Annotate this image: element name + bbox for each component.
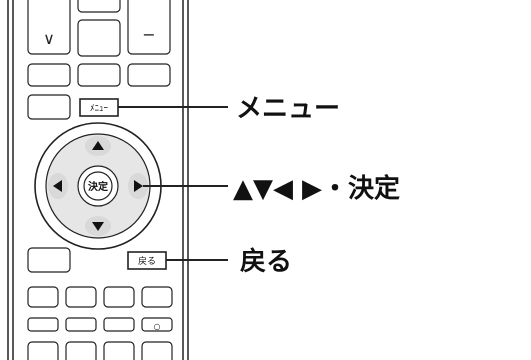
bottom-row1-button-2[interactable] <box>65 286 97 308</box>
bottom-row3-button-2[interactable] <box>65 341 97 360</box>
bottom-row2-button-1[interactable] <box>27 317 59 332</box>
row3-button-1[interactable] <box>27 94 71 120</box>
bottom-row3-button-1[interactable] <box>27 341 59 360</box>
circle-icon: ○ <box>154 322 161 331</box>
row-return-button-1[interactable] <box>27 247 71 273</box>
row2-button-2[interactable] <box>77 63 121 87</box>
right-arrow-icon <box>134 180 143 192</box>
bottom-row1-button-1[interactable] <box>27 286 59 308</box>
left-arrow-icon <box>53 180 62 192</box>
dpad: 決定 <box>34 122 162 250</box>
bottom-row3-button-3[interactable] <box>103 341 135 360</box>
return-callout-label: 戻る <box>240 247 292 277</box>
menu-button-label: ﾒﾆｭｰ <box>90 104 109 114</box>
button-row-return: 戻る <box>27 247 167 273</box>
menu-callout-label: メニュー <box>236 94 340 124</box>
up-arrow-icon <box>92 141 104 150</box>
row2-button-1[interactable] <box>27 63 71 87</box>
button-row-2 <box>27 63 171 87</box>
center-enter-inner-ring <box>83 171 113 201</box>
bottom-row1-button-3[interactable] <box>103 286 135 308</box>
bottom-row3-button-4[interactable] <box>141 341 173 360</box>
bottom-row2-button-4[interactable] <box>141 317 173 332</box>
bottom-row1-button-4[interactable] <box>141 286 173 308</box>
return-button-label: 戻る <box>138 255 156 267</box>
button-row-3: ﾒﾆｭｰ <box>27 94 119 120</box>
top-middle-lower-button[interactable] <box>77 19 121 57</box>
bottom-button-rows: ○ <box>27 286 173 360</box>
top-middle-upper-button[interactable] <box>77 0 121 13</box>
top-button-row: ∨ − <box>27 0 171 57</box>
chevron-down-icon: ∨ <box>43 29 55 48</box>
remote-body <box>7 0 189 360</box>
row2-button-3[interactable] <box>127 63 171 87</box>
volume-down-button[interactable] <box>27 0 71 55</box>
bottom-row2-button-2[interactable] <box>65 317 97 332</box>
dpad-callout-label: ▲▼◀ ▶・決定 <box>233 173 400 204</box>
down-arrow-icon <box>92 222 104 231</box>
minus-icon: − <box>142 25 155 44</box>
center-enter-label: 決定 <box>88 180 108 193</box>
bottom-row2-button-3[interactable] <box>103 317 135 332</box>
channel-down-button[interactable] <box>127 0 171 55</box>
